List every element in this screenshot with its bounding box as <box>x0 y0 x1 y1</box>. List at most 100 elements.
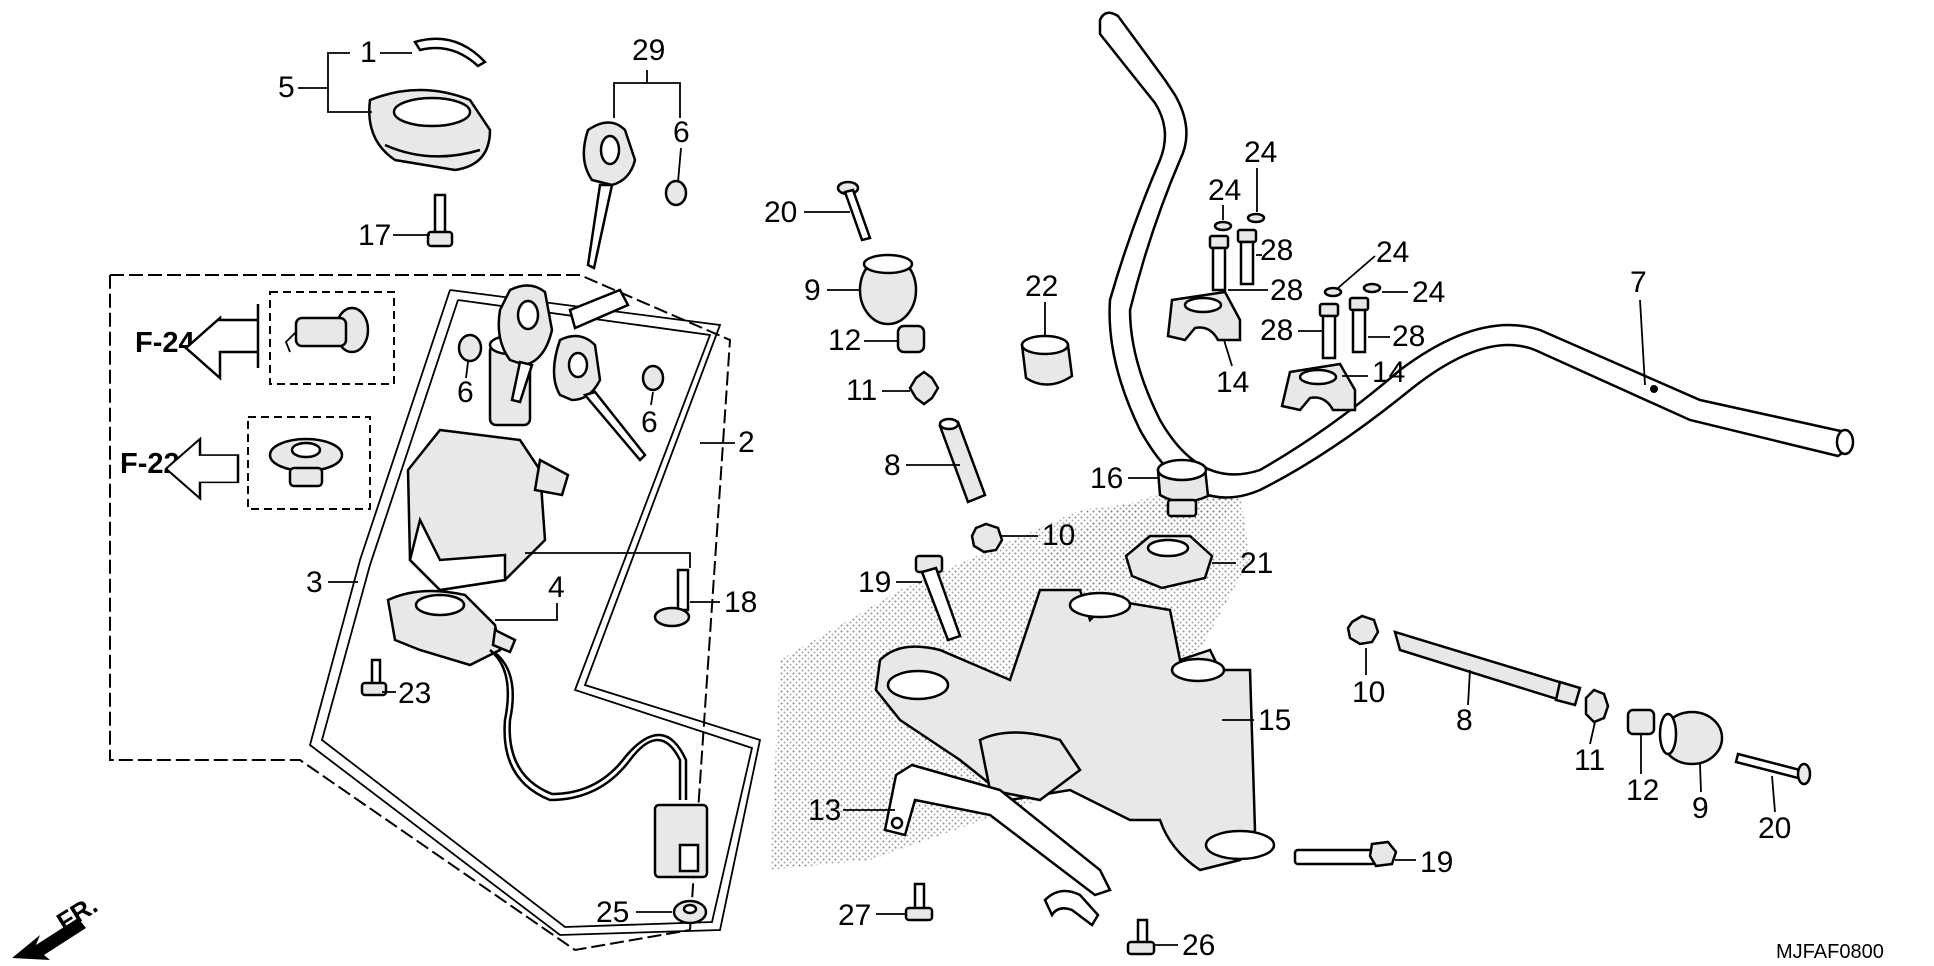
nut-10-right <box>1346 614 1380 646</box>
holder-14-left <box>1166 290 1242 342</box>
label-4: 4 <box>548 571 565 604</box>
label-14-left: 14 <box>1216 366 1249 399</box>
bolt-28-c <box>1318 302 1340 360</box>
nut-10-left <box>970 522 1004 554</box>
label-20-upper: 20 <box>764 196 797 229</box>
label-3: 3 <box>306 566 323 599</box>
screw-20-upper <box>836 180 872 242</box>
f24-reference[interactable]: F-24 <box>135 327 195 359</box>
key-29 <box>582 121 637 270</box>
washer-6-left <box>457 333 483 363</box>
label-12-left: 12 <box>828 324 861 357</box>
label-21: 21 <box>1240 547 1273 580</box>
washer-24-a <box>1213 220 1233 232</box>
antenna-wire <box>489 649 682 802</box>
screw-20-right <box>1734 752 1812 786</box>
label-16: 16 <box>1090 462 1123 495</box>
cap-16 <box>1156 458 1210 518</box>
assembly-outline <box>109 274 732 952</box>
label-28-c: 28 <box>1260 314 1293 347</box>
front-label: FR. <box>51 889 102 937</box>
bar-end-weight-right <box>1658 710 1724 766</box>
bracket-13 <box>883 763 1112 897</box>
label-28-d: 28 <box>1392 320 1425 353</box>
label-9-right: 9 <box>1692 792 1709 825</box>
label-27: 27 <box>838 899 871 932</box>
diagram-code: MJFAF0800 <box>1776 941 1884 963</box>
ignition-outline <box>308 289 762 936</box>
rubber-11-left <box>908 370 940 406</box>
label-24-c: 24 <box>1376 236 1409 269</box>
washer-6-right <box>641 364 665 392</box>
label-11-right: 11 <box>1574 744 1605 777</box>
bolt-28-a <box>1208 234 1230 292</box>
clamp-26 <box>1043 889 1100 927</box>
screw-27 <box>904 882 934 922</box>
screw-23 <box>360 658 388 697</box>
label-25: 25 <box>596 896 629 929</box>
label-10-left: 10 <box>1042 519 1075 552</box>
label-28-a: 28 <box>1260 234 1293 267</box>
label-20-right: 20 <box>1758 812 1791 845</box>
f22-reference[interactable]: F-22 <box>120 448 180 480</box>
label-15: 15 <box>1258 704 1291 737</box>
weight-rod-left <box>938 417 987 504</box>
label-22: 22 <box>1025 270 1058 303</box>
antenna-connector <box>653 803 709 879</box>
collar-12-left <box>896 324 926 354</box>
label-24-a: 24 <box>1208 174 1241 207</box>
label-8-right: 8 <box>1456 704 1473 737</box>
label-19-lower: 19 <box>1420 846 1453 879</box>
ignition-outline-inner <box>320 299 754 928</box>
label-24-b: 24 <box>1244 136 1277 169</box>
washer-24-d <box>1362 282 1382 294</box>
label-6-top: 6 <box>673 116 690 149</box>
label-29: 29 <box>632 34 665 67</box>
collar-12-right <box>1626 708 1656 736</box>
label-10-right: 10 <box>1352 676 1385 709</box>
stem-nut-21 <box>1124 534 1214 590</box>
label-18: 18 <box>724 586 757 619</box>
label-5: 5 <box>278 71 295 104</box>
bolt-19-lower <box>1293 840 1398 868</box>
label-26: 26 <box>1182 929 1215 962</box>
collar-22 <box>1020 334 1074 386</box>
label-2: 2 <box>738 426 755 459</box>
label-17: 17 <box>358 219 391 252</box>
label-12-right: 12 <box>1626 774 1659 807</box>
top-bridge-15 <box>874 588 1276 872</box>
rubber-11-right <box>1584 688 1610 724</box>
bolt-17 <box>426 193 454 248</box>
f22-arrow[interactable] <box>164 436 240 501</box>
bolt-28-d <box>1348 296 1370 354</box>
bolt-28-b <box>1236 228 1258 286</box>
f24-arrow[interactable] <box>184 304 260 381</box>
keys-set <box>497 284 647 462</box>
label-11-left: 11 <box>846 374 877 407</box>
label-13: 13 <box>808 794 841 827</box>
label-6-right: 6 <box>641 406 658 439</box>
label-7: 7 <box>1630 266 1647 299</box>
nut-25 <box>672 899 708 925</box>
holder-14-right <box>1280 362 1357 412</box>
bolt-19-upper <box>914 554 962 642</box>
label-28-b: 28 <box>1270 274 1303 307</box>
label-9-left: 9 <box>804 274 821 307</box>
front-arrow <box>12 918 86 960</box>
label-23: 23 <box>398 677 431 710</box>
f24-part-icon <box>284 306 370 354</box>
label-1: 1 <box>360 36 377 69</box>
label-8-left: 8 <box>884 449 901 482</box>
label-19-upper: 19 <box>858 566 891 599</box>
f22-box <box>247 416 371 510</box>
ignition-switch <box>406 334 570 592</box>
screw-26 <box>1126 918 1156 956</box>
immobilizer-antenna <box>386 589 517 667</box>
screw-18 <box>653 568 691 628</box>
label-14-right: 14 <box>1372 356 1405 389</box>
washer-24-b <box>1246 212 1266 224</box>
f24-box <box>269 291 395 385</box>
handlebar <box>1098 11 1855 499</box>
f22-part-icon <box>268 437 344 488</box>
